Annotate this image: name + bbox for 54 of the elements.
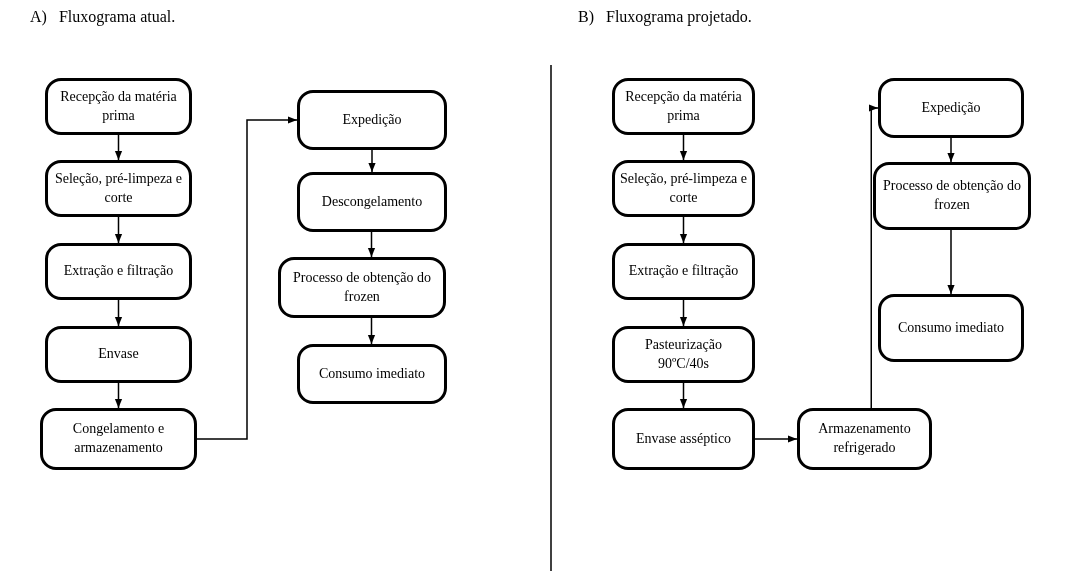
step-label: Processo de obtenção do frozen (882, 177, 1022, 214)
process-box (878, 294, 1024, 362)
arrow (679, 216, 688, 244)
arrow (679, 134, 688, 161)
arrow (367, 317, 376, 345)
process-box (45, 160, 192, 217)
process-box (45, 78, 192, 135)
arrow (368, 149, 376, 173)
arrow (114, 382, 123, 409)
process-box (45, 243, 192, 300)
process-box (612, 408, 755, 470)
process-box (797, 408, 932, 470)
step-label: Recepção da matéria prima (624, 87, 743, 125)
panel-title: A) Fluxograma atual. (30, 8, 176, 26)
process-box (612, 326, 755, 383)
process-box (297, 172, 447, 232)
process-box (278, 257, 446, 318)
arrow (196, 116, 298, 440)
step-label: Envase asséptico (635, 429, 732, 448)
step-label: Expedição (921, 98, 981, 117)
arrow (947, 137, 955, 163)
step-label: Descongelamento (321, 192, 423, 211)
step-label: Expedição (342, 110, 402, 129)
step-label: Processo de obtenção do frozen (292, 268, 432, 306)
arrow (114, 134, 123, 161)
arrow (114, 216, 123, 244)
arrow (869, 104, 879, 409)
process-box (297, 344, 447, 404)
arrow (754, 435, 798, 443)
step-label: Extração e filtração (63, 262, 174, 281)
step-label: Recepção da matéria prima (59, 87, 178, 125)
step-label: Envase (98, 345, 139, 364)
process-box (612, 160, 755, 217)
arrow (367, 231, 376, 258)
step-label: Seleção, pré-limpeza e corte (53, 169, 184, 207)
step-label: Consumo imediato (897, 318, 1005, 337)
process-box (40, 408, 197, 470)
arrow (947, 229, 955, 295)
process-box (297, 90, 447, 150)
step-label: Armazenamento refrigerado (817, 420, 912, 457)
process-box (612, 243, 755, 300)
step-label: Pasteurização 90ºC/40s (644, 335, 723, 373)
step-label: Congelamento e armazenamento (71, 420, 166, 457)
process-box (873, 162, 1031, 230)
arrow (114, 299, 123, 327)
step-label: Consumo imediato (318, 364, 426, 383)
panel-title: B) Fluxograma projetado. (578, 8, 752, 26)
step-label: Seleção, pré-limpeza e corte (619, 169, 748, 207)
process-box (612, 78, 755, 135)
arrow (679, 299, 688, 327)
arrow (679, 382, 688, 409)
step-label: Extração e filtração (628, 262, 739, 281)
process-box (878, 78, 1024, 138)
process-box (45, 326, 192, 383)
